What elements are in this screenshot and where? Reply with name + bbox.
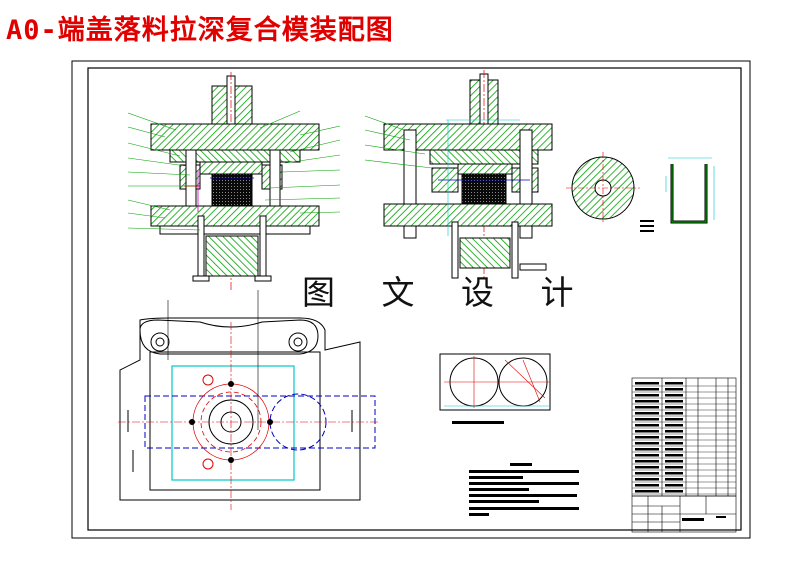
parts-list-cell [635, 484, 659, 487]
parts-list-cell [665, 430, 683, 433]
parts-list-cell [635, 460, 659, 463]
parts-list-cell [635, 412, 659, 415]
outer-border [71, 60, 751, 539]
parts-list-cell [635, 466, 659, 469]
parts-list-cell [665, 424, 683, 427]
strip-layout-view [439, 353, 551, 424]
parts-list-rows [632, 382, 736, 495]
parts-list-cell [665, 400, 683, 403]
drawn-cup-view [640, 157, 715, 232]
parts-list-cell [665, 388, 683, 391]
parts-list-cell [635, 478, 659, 481]
parts-list-cell [665, 406, 683, 409]
watermark-text: 图 文 设 计 [302, 273, 592, 312]
parts-list-cell [665, 442, 683, 445]
parts-list-cell [665, 412, 683, 415]
parts-list-cell [635, 382, 659, 385]
title-block [631, 495, 737, 533]
parts-list-cell [635, 454, 659, 457]
plan-view [118, 290, 380, 510]
blank-part-view [566, 152, 640, 224]
parts-list-cell [665, 382, 683, 385]
drawing-title: A0-端盖落料拉深复合模装配图 [6, 15, 394, 46]
parts-list-cell [635, 406, 659, 409]
parts-list-cell [665, 484, 683, 487]
parts-list-cell [635, 472, 659, 475]
inner-border [87, 67, 742, 531]
parts-list-cell [665, 418, 683, 421]
parts-list-cell [665, 478, 683, 481]
parts-list-cell [665, 460, 683, 463]
parts-list-cell [635, 400, 659, 403]
side-section-view [364, 70, 553, 280]
parts-list-cell [635, 424, 659, 427]
parts-list-cell [665, 454, 683, 457]
technical-notes-block [469, 463, 579, 516]
parts-list-cell [665, 394, 683, 397]
parts-list-cell [635, 490, 659, 493]
parts-list-cell [635, 388, 659, 391]
front-section-view [127, 72, 341, 290]
parts-list-cell [635, 394, 659, 397]
parts-list-cell [665, 436, 683, 439]
parts-list-cell [635, 418, 659, 421]
parts-list-cell [635, 430, 659, 433]
parts-list-cell [635, 436, 659, 439]
parts-list-table [631, 377, 737, 497]
parts-list-cell [665, 490, 683, 493]
parts-list-cell [665, 466, 683, 469]
parts-list-cell [635, 448, 659, 451]
parts-list-cell [635, 442, 659, 445]
parts-list-cell [665, 472, 683, 475]
parts-list-cell [665, 448, 683, 451]
